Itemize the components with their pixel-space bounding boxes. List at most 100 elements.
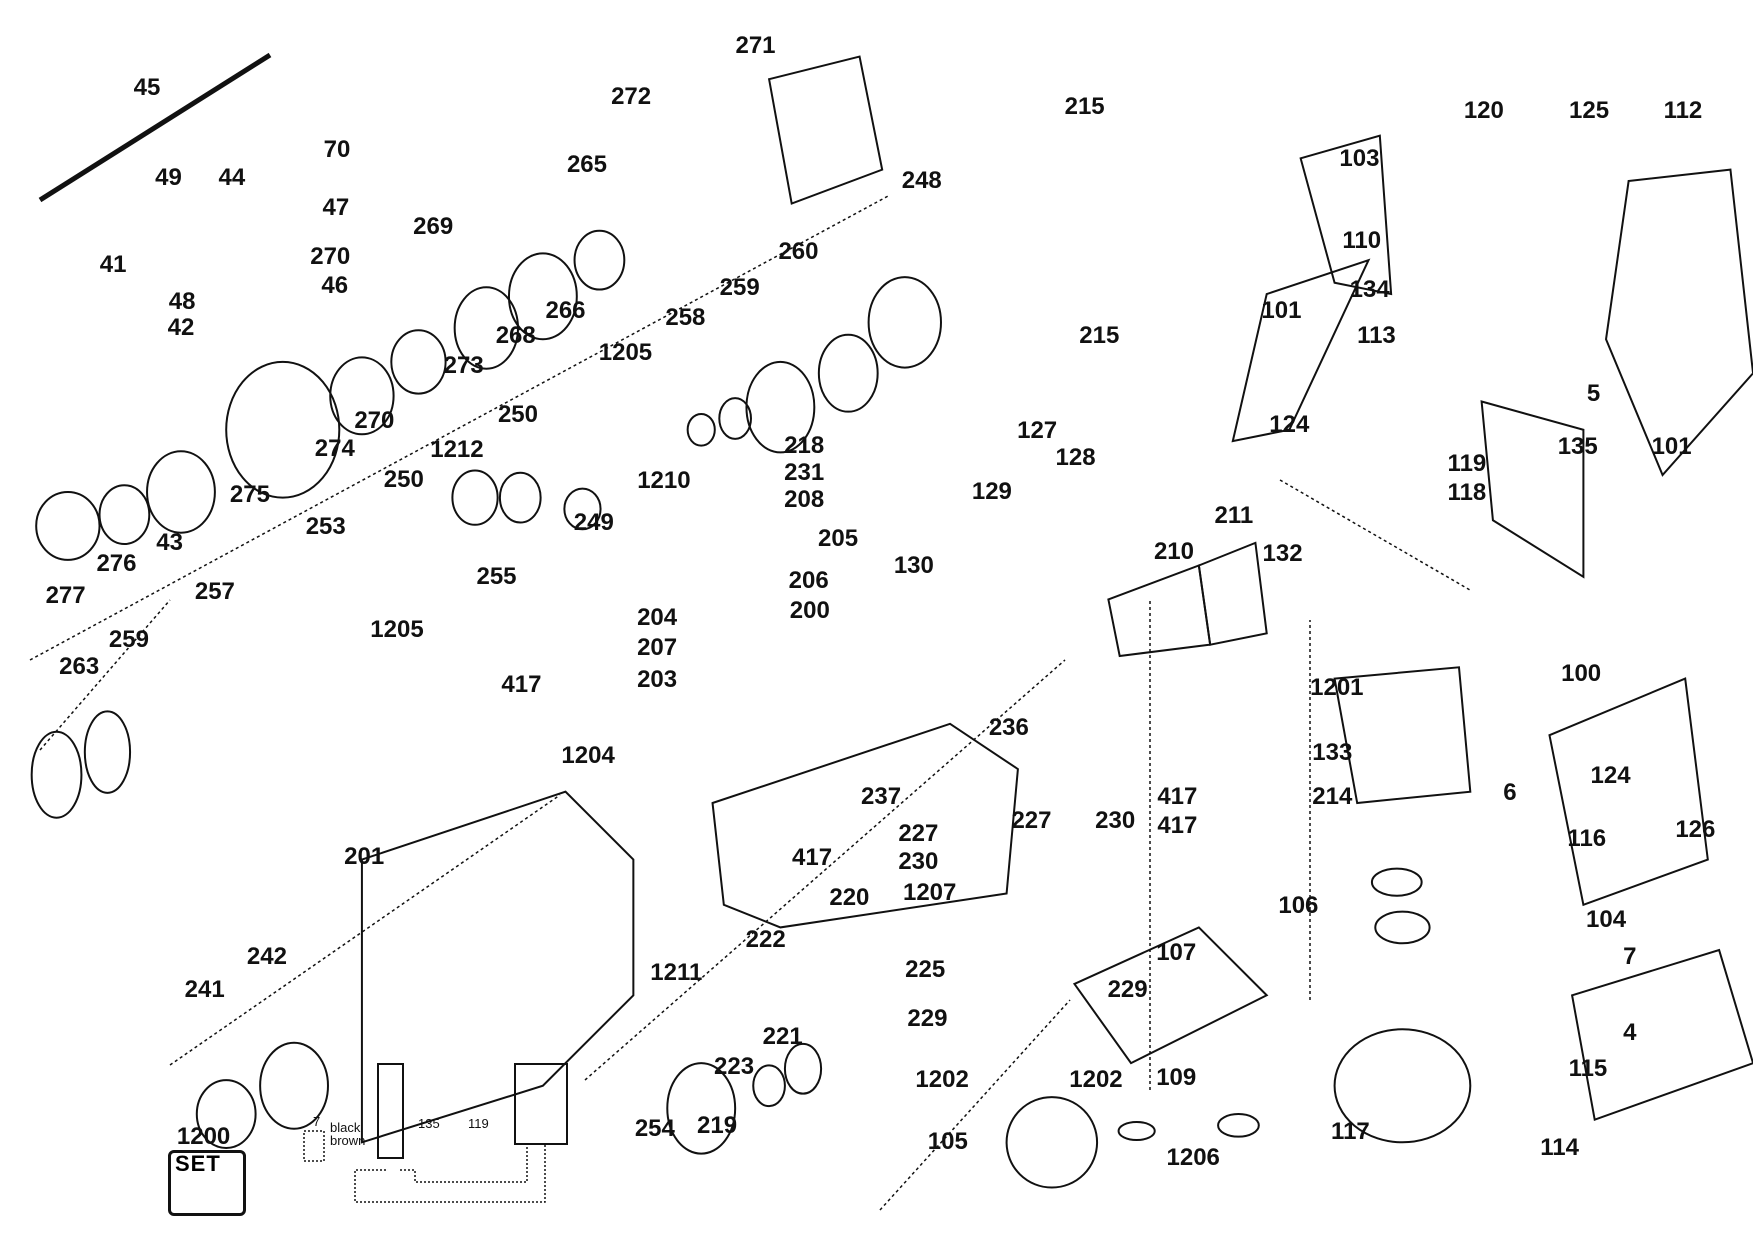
part-label-255: 255 (476, 562, 517, 590)
part-body-11 (767, 55, 884, 205)
part-body-0 (360, 790, 635, 1144)
part-label-250: 250 (497, 401, 539, 429)
part-label-1202: 1202 (915, 1066, 969, 1094)
part-ring-22 (752, 1064, 786, 1108)
part-label-220: 220 (829, 884, 870, 911)
part-ring-15 (817, 333, 879, 413)
part-label-1210: 1210 (637, 466, 691, 494)
part-label-250: 250 (383, 465, 424, 493)
part-label-207: 207 (637, 634, 678, 662)
part-ring-8 (573, 229, 626, 291)
group-boundary-3 (584, 659, 1066, 1081)
part-label-107: 107 (1156, 939, 1197, 967)
part-label-49: 49 (155, 163, 182, 191)
part-label-1211: 1211 (650, 958, 703, 986)
part-label-205: 205 (818, 525, 859, 553)
part-body-10 (1480, 400, 1585, 579)
part-label-70: 70 (323, 136, 351, 164)
part-label-1202: 1202 (1069, 1066, 1123, 1094)
part-label-248: 248 (901, 166, 942, 194)
part-label-110: 110 (1342, 226, 1382, 254)
part-label-48: 48 (168, 287, 196, 315)
part-label-100: 100 (1561, 660, 1602, 688)
part-label-42: 42 (167, 313, 195, 341)
part-label-105: 105 (927, 1128, 968, 1156)
wiring-label-119: 119 (468, 1116, 489, 1131)
part-label-231: 231 (784, 458, 825, 486)
part-label-236: 236 (988, 714, 1029, 742)
part-ring-24 (1117, 1120, 1156, 1142)
part-label-215: 215 (1064, 93, 1105, 121)
part-label-1204: 1204 (561, 741, 615, 769)
part-label-129: 129 (971, 477, 1012, 505)
part-label-46: 46 (321, 272, 349, 300)
part-label-109: 109 (1156, 1063, 1197, 1091)
part-ring-12 (686, 412, 716, 447)
part-label-101: 101 (1261, 297, 1302, 325)
part-label-215: 215 (1079, 321, 1120, 349)
part-label-113: 113 (1357, 321, 1396, 349)
part-label-221: 221 (762, 1023, 803, 1051)
part-ring-30 (1005, 1096, 1099, 1189)
part-label-45: 45 (133, 74, 161, 102)
part-label-270: 270 (354, 406, 395, 434)
part-body-7 (1548, 677, 1709, 907)
part-label-274: 274 (314, 435, 355, 462)
part-ring-9 (451, 469, 499, 526)
group-boundary-4 (879, 999, 1071, 1211)
part-label-1207: 1207 (902, 879, 957, 907)
part-ring-3 (225, 360, 341, 499)
part-label-265: 265 (566, 151, 608, 179)
part-label-417: 417 (1157, 783, 1198, 811)
part-label-277: 277 (45, 582, 86, 610)
part-ring-10 (498, 471, 542, 524)
wiring-label-brown: brown (330, 1133, 366, 1148)
part-ring-1 (98, 484, 151, 546)
part-ring-18 (83, 710, 132, 794)
part-label-273: 273 (443, 352, 484, 380)
part-label-276: 276 (96, 550, 137, 578)
part-label-133: 133 (1312, 739, 1353, 767)
part-ring-5 (390, 329, 447, 395)
part-label-130: 130 (893, 551, 934, 579)
part-body-13 (1107, 564, 1212, 658)
part-label-210: 210 (1153, 537, 1194, 565)
part-label-201: 201 (344, 843, 385, 871)
part-ring-17 (30, 730, 83, 819)
part-label-1205: 1205 (370, 615, 424, 643)
part-label-4: 4 (1623, 1018, 1637, 1046)
part-label-259: 259 (719, 274, 760, 302)
set-badge-text: SET (175, 1151, 221, 1176)
part-label-229: 229 (907, 1005, 948, 1033)
part-label-135: 135 (1557, 432, 1598, 460)
part-label-249: 249 (573, 508, 614, 536)
part-body-2 (1072, 926, 1269, 1065)
group-boundary-7 (1279, 479, 1471, 591)
part-label-417: 417 (501, 671, 542, 699)
part-ring-6 (453, 286, 519, 370)
part-label-117: 117 (1331, 1118, 1370, 1146)
part-label-47: 47 (322, 194, 350, 222)
part-label-127: 127 (1017, 416, 1058, 444)
part-label-106: 106 (1278, 891, 1319, 919)
part-label-7: 7 (1623, 942, 1637, 970)
part-body-1 (711, 722, 1019, 929)
part-label-114: 114 (1540, 1133, 1579, 1161)
part-label-268: 268 (495, 321, 536, 349)
part-ring-21 (666, 1062, 737, 1155)
part-label-128: 128 (1055, 444, 1096, 472)
part-label-5: 5 (1586, 379, 1601, 407)
part-label-1212: 1212 (430, 436, 484, 464)
part-label-124: 124 (1590, 761, 1631, 789)
part-label-101: 101 (1651, 432, 1692, 460)
part-label-260: 260 (778, 238, 819, 266)
part-label-258: 258 (665, 303, 706, 331)
part-label-116: 116 (1567, 825, 1607, 853)
part-label-263: 263 (59, 653, 100, 681)
part-label-118: 118 (1447, 479, 1487, 507)
part-label-269: 269 (413, 213, 454, 241)
part-label-254: 254 (634, 1114, 675, 1142)
part-ring-23 (783, 1042, 823, 1095)
part-label-44: 44 (218, 163, 246, 191)
